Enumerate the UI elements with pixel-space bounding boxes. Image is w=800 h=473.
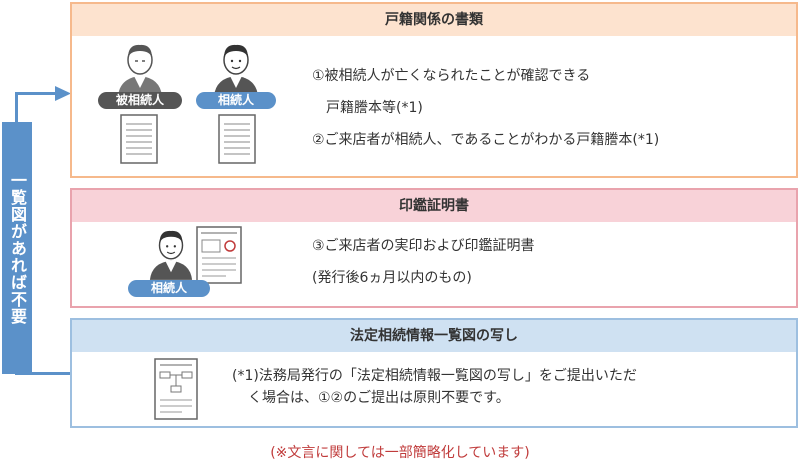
heir-person-icon [149, 230, 193, 280]
heir-person-icon [214, 44, 258, 96]
document-icon [120, 114, 158, 164]
panel-koseki: 戸籍関係の書類 被相続人 相続人 [70, 2, 798, 178]
panel-ichiran: 法定相続情報一覧図の写し (*1)法務局発行の「法定相続情報一覧図の写し」をご提… [70, 318, 798, 428]
side-label: 一覧図があれば不要 [2, 122, 32, 374]
connector-bottom [15, 372, 70, 375]
ichiran-line-1: (*1)法務局発行の「法定相続情報一覧図の写し」をご提出いただ [232, 368, 637, 384]
panel-koseki-title: 戸籍関係の書類 [72, 4, 796, 36]
document-icon [218, 114, 256, 164]
panel-inkan: 印鑑証明書 相続人 ③ご来店者の実印および印鑑証明書 (発行後6ヵ月以内のもの) [70, 188, 798, 308]
inkan-line-2: (発行後6ヵ月以内のもの) [312, 270, 472, 286]
deceased-person-icon [118, 44, 162, 96]
inkan-line-1: ③ご来店者の実印および印鑑証明書 [312, 238, 535, 254]
seal-certificate-icon [196, 226, 242, 284]
koseki-line-1: ①被相続人が亡くなられたことが確認できる [312, 68, 591, 84]
info-chart-document-icon [154, 358, 198, 420]
label-deceased: 被相続人 [98, 92, 182, 109]
koseki-line-2: 戸籍謄本等(*1) [326, 100, 423, 116]
connector-top [15, 92, 57, 95]
label-heir: 相続人 [196, 92, 276, 109]
koseki-line-3: ②ご来店者が相続人、であることがわかる戸籍謄本(*1) [312, 132, 660, 148]
panel-inkan-title: 印鑑証明書 [72, 190, 796, 222]
arrow-right-icon [55, 86, 71, 101]
panel-ichiran-title: 法定相続情報一覧図の写し [72, 320, 796, 352]
label-heir: 相続人 [128, 280, 210, 297]
ichiran-line-2: く場合は、①②のご提出は原則不要です。 [248, 390, 510, 406]
footnote: (※文言に関しては一部簡略化しています) [270, 445, 530, 461]
